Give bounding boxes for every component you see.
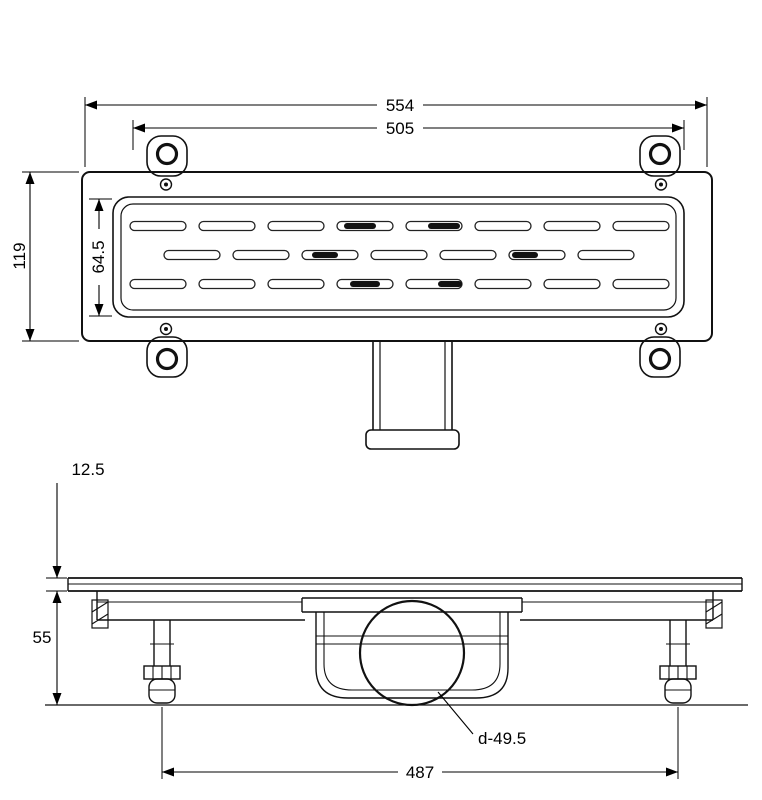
screw-icon <box>654 322 668 336</box>
dim-label-body-depth: 55 <box>33 628 52 647</box>
drain-body-outline <box>81 171 713 342</box>
dim-overall-width: 119 <box>10 171 79 342</box>
screw-icon <box>159 178 173 191</box>
ear-bottom-right <box>639 336 681 378</box>
ear-hole-icon <box>648 142 672 166</box>
top-view <box>81 135 713 450</box>
side-view <box>45 577 748 707</box>
ear-bottom-left <box>146 336 188 378</box>
dim-label-outlet-diameter: d-49.5 <box>478 729 526 748</box>
dim-label-mounting-length: 505 <box>386 119 414 138</box>
siphon-trap <box>301 597 523 707</box>
dim-label-overall-length: 554 <box>386 96 414 115</box>
support-legs <box>143 620 697 704</box>
dim-overall-length: 554 <box>84 96 708 167</box>
dim-label-grate-width: 64.5 <box>89 240 108 273</box>
dim-grate-width: 64.5 <box>89 198 112 317</box>
ear-top-right <box>639 135 681 177</box>
foot-left <box>148 678 176 704</box>
dimension-annotations: 554 505 119 64.5 <box>10 96 708 782</box>
ear-hole-icon <box>155 142 179 166</box>
screw-icon <box>159 322 173 336</box>
dim-label-flange-thickness: 12.5 <box>71 460 104 479</box>
grate-slots <box>129 220 670 290</box>
ear-hole-icon <box>648 347 672 371</box>
screw-icon <box>654 178 668 191</box>
dim-flange-thickness: 12.5 <box>46 460 105 592</box>
dim-label-foot-spacing: 487 <box>406 763 434 782</box>
drain-outlet-top <box>365 341 460 450</box>
ear-hole-icon <box>155 347 179 371</box>
dim-body-depth: 55 <box>33 591 62 705</box>
flange <box>67 577 743 592</box>
ear-top-left <box>146 135 188 177</box>
outlet-circle <box>358 599 466 707</box>
grate-frame <box>112 196 685 318</box>
dim-label-overall-width: 119 <box>10 242 29 269</box>
foot-right <box>664 678 692 704</box>
dim-mounting-length: 505 <box>132 119 685 150</box>
wall-brackets <box>91 599 723 629</box>
corner-screws <box>159 178 668 336</box>
mounting-ears <box>146 135 681 378</box>
dim-foot-spacing: 487 <box>161 707 679 782</box>
channel-body <box>96 591 714 621</box>
dim-outlet-diameter: d-49.5 <box>437 691 526 748</box>
